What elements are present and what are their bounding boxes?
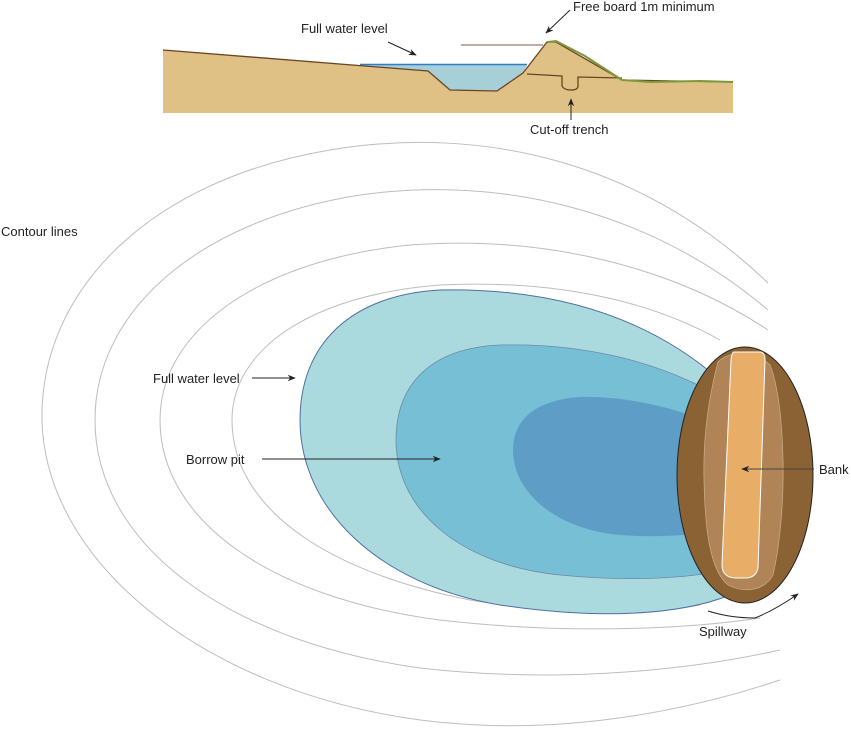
label-contour-lines: Contour lines <box>1 224 78 239</box>
label-spillway: Spillway <box>699 624 747 639</box>
label-cut-off-trench: Cut-off trench <box>530 122 609 137</box>
label-borrow-pit: Borrow pit <box>186 452 245 467</box>
arrow <box>545 9 571 34</box>
reservoir <box>299 289 731 615</box>
contour-line <box>94 189 781 676</box>
label-full-water-level-section: Full water level <box>301 21 388 36</box>
plan-labels: Contour lines Full water level Borrow pi… <box>1 224 849 639</box>
cross-section: Full water level Free board 1m minimum C… <box>162 0 734 137</box>
spillway-arrow <box>707 593 799 619</box>
contour-line <box>41 141 781 727</box>
bank-crest <box>721 351 766 579</box>
label-bank: Bank <box>819 462 849 477</box>
label-free-board: Free board 1m minimum <box>573 0 715 14</box>
grass <box>547 39 734 84</box>
ground <box>163 42 733 113</box>
ground-profile <box>162 41 734 92</box>
contour-line <box>159 242 769 630</box>
label-full-water-level-plan: Full water level <box>153 371 240 386</box>
bank <box>676 346 814 604</box>
deep-area <box>513 396 715 537</box>
arrow <box>387 41 417 56</box>
water <box>360 65 527 91</box>
bank-base-line <box>526 73 623 91</box>
